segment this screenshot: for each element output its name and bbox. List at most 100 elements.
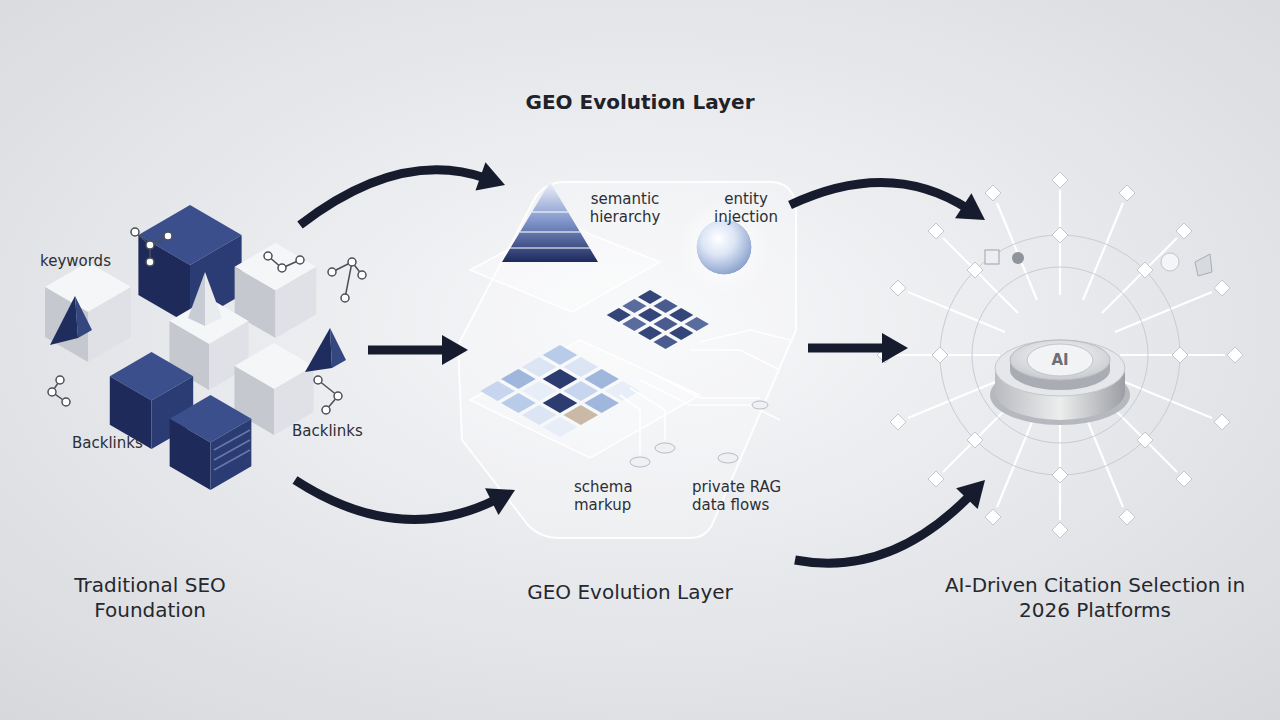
geo-illustration-part-part <box>653 299 677 313</box>
flow-arrow <box>300 162 505 225</box>
cube-cluster-part <box>188 272 205 326</box>
geo-illustration-part-part <box>653 335 677 349</box>
arrow-head <box>442 335 468 365</box>
arrow-head <box>882 333 908 363</box>
ai-network-part <box>1195 254 1212 276</box>
ai-network-part <box>1137 262 1153 278</box>
geo-illustration-part-part <box>630 457 650 467</box>
part-label: Backlinks <box>72 434 162 452</box>
geo-illustration-part-part <box>752 401 768 409</box>
cube-cluster-part-part <box>358 271 366 279</box>
flow-arrow <box>795 480 985 563</box>
ai-network-part <box>928 223 944 239</box>
ai-network-part-part <box>972 267 1148 443</box>
part-label: semantic hierarchy <box>575 190 675 226</box>
button-label: AI <box>1025 342 1095 378</box>
geo-illustration-part-part <box>718 453 738 463</box>
part-label: Backlinks <box>292 422 382 440</box>
cube-cluster-part-part <box>164 232 172 240</box>
ai-network-part <box>877 347 893 363</box>
ai-network-part <box>1214 414 1230 430</box>
cube-cluster-part <box>45 262 131 362</box>
ai-network-part <box>1010 340 1110 380</box>
ai-network-part <box>1052 227 1068 243</box>
ai-network-part <box>1119 509 1135 525</box>
ai-network-part <box>1172 347 1188 363</box>
cube-cluster-part-part <box>278 264 286 272</box>
ai-network-part <box>1119 185 1135 201</box>
arrow-head <box>475 162 505 190</box>
ai-network-part <box>890 414 906 430</box>
flow-arrow-line <box>790 182 968 209</box>
cube-cluster-part-part <box>214 430 250 450</box>
geo-illustration-part-part <box>650 372 760 398</box>
cube-cluster-part <box>138 205 241 325</box>
flow-arrow-line <box>295 480 497 520</box>
geo-illustration-part-part <box>607 308 631 322</box>
cube-cluster-part-part <box>131 228 139 236</box>
flow-arrow <box>295 480 515 520</box>
part-label: schema markup <box>574 478 646 514</box>
geo-illustration-part <box>620 330 790 455</box>
caption-text: Traditional SEO Foundation <box>25 573 275 623</box>
ai-network-part <box>1052 467 1068 483</box>
geo-illustration-part-part <box>653 317 677 331</box>
ai-network-part <box>1214 280 1230 296</box>
cube-cluster-part-part <box>348 258 356 266</box>
geo-illustration-part-part <box>700 330 790 342</box>
cube-cluster-part <box>50 296 78 345</box>
cube-cluster-part-part <box>214 440 250 460</box>
geo-illustration-part-part <box>640 380 780 420</box>
cube-cluster-part-part <box>264 252 272 260</box>
flow-arrow-line <box>808 344 888 353</box>
ai-network-part <box>940 235 1180 475</box>
cube-cluster-part-part <box>345 262 352 298</box>
arrow-head <box>956 480 985 509</box>
ai-network-part-part <box>908 292 1005 332</box>
cube-cluster-part-part <box>322 406 330 414</box>
geo-illustration-part <box>696 219 752 275</box>
flow-arrow <box>790 182 985 220</box>
cube-cluster-part <box>305 328 332 372</box>
ai-network-part <box>985 185 1001 201</box>
geo-illustration-part-part <box>532 211 568 213</box>
geo-illustration-part-part <box>669 308 693 322</box>
ai-network-part <box>1137 432 1153 448</box>
cube-cluster-part-part <box>328 268 336 276</box>
part-label: private RAG data flows <box>692 478 804 514</box>
geo-illustration-part-part <box>638 326 662 340</box>
ai-hub: AI-Driven Citation Selection in 2026 Pla… <box>915 190 1215 520</box>
ai-network-part-part <box>1102 238 1177 313</box>
geo-illustration-part-part <box>638 290 662 304</box>
ai-network-part <box>1176 471 1192 487</box>
cube-cluster-part <box>330 328 346 368</box>
ai-network-part-part <box>943 238 1018 313</box>
ai-network-part <box>932 347 948 363</box>
geo-illustration-part-part <box>543 417 578 437</box>
ai-network-part <box>1012 252 1024 264</box>
geo-illustration-part-part <box>520 231 580 233</box>
cube-cluster-part-part <box>214 450 250 470</box>
ai-network-part <box>995 340 1125 396</box>
seo-cluster: Traditional SEO Foundation <box>25 195 365 530</box>
arrow-head <box>955 193 985 220</box>
ai-network-part-part <box>1115 292 1212 332</box>
part-label: entity injection <box>704 190 788 226</box>
geo-illustration-part <box>502 182 598 262</box>
ai-network-part <box>985 509 1001 525</box>
cube-cluster-part <box>214 430 250 470</box>
geo-illustration-part-part <box>669 326 693 340</box>
flow-arrow-line <box>368 346 448 355</box>
ai-network-part <box>928 471 944 487</box>
ai-network-part <box>890 280 906 296</box>
cube-cluster-part-part <box>62 398 70 406</box>
ai-network-part <box>1161 253 1179 271</box>
ai-network-part <box>967 262 983 278</box>
ai-network <box>877 172 1243 538</box>
ai-network-part <box>1176 223 1192 239</box>
caption-text: GEO Evolution Layer <box>490 580 770 605</box>
diagram-title: GEO Evolution Layer <box>440 90 840 114</box>
geo-illustration-part-part <box>620 395 640 455</box>
